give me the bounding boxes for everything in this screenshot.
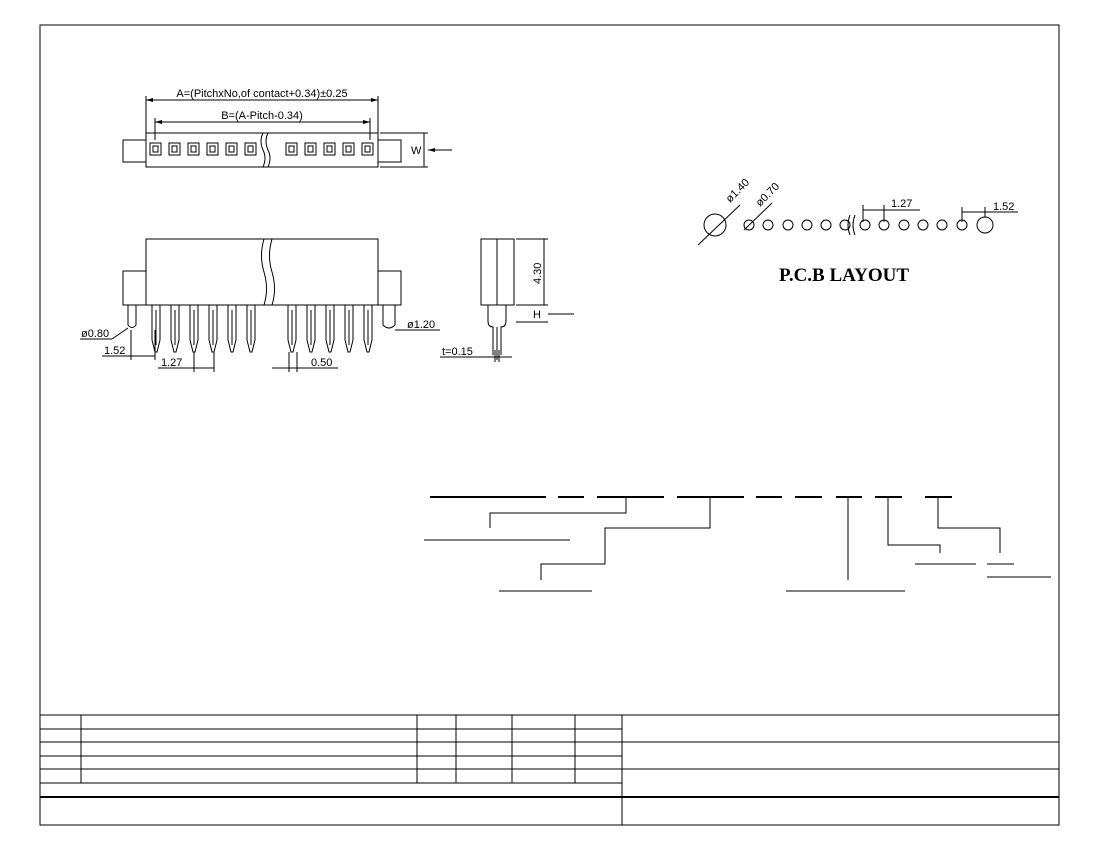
dim-b-formula: B=(A-Pitch-0.34) bbox=[221, 110, 303, 122]
pcb-hole bbox=[859, 219, 871, 231]
pcb-hole bbox=[782, 219, 794, 231]
contact-pin bbox=[151, 305, 161, 353]
contact-cavity bbox=[225, 142, 238, 156]
contact-pin bbox=[287, 305, 297, 353]
drawing-frame bbox=[39, 24, 1060, 826]
dim-w-label: W bbox=[411, 145, 422, 157]
dim-dia-120: ø1.20 bbox=[407, 319, 435, 331]
pins-front bbox=[151, 305, 373, 353]
contact-cavity bbox=[285, 142, 298, 156]
contact-cavity bbox=[323, 142, 336, 156]
front-view: ø0.80 1.52 1.27 0.50 ø1.20 bbox=[80, 238, 440, 372]
pcb-hole bbox=[762, 219, 774, 231]
contact-pin bbox=[227, 305, 237, 353]
part-number-scheme bbox=[424, 496, 1051, 592]
dim-a-formula: A=(PitchxNo,of contact+0.34)±0.25 bbox=[176, 88, 347, 100]
contact-cavity bbox=[187, 142, 200, 156]
top-view: A=(PitchxNo,of contact+0.34)±0.25 B=(A-P… bbox=[122, 88, 452, 168]
contact-pin bbox=[208, 305, 218, 353]
dim-127: 1.27 bbox=[161, 357, 182, 369]
dim-h-label: H bbox=[533, 309, 541, 321]
dim-152: 1.52 bbox=[104, 345, 125, 357]
pcb-layout: ø1.40 ø0.70 1.27 1.52 P.C.B LAYOUT bbox=[697, 177, 1018, 286]
contact-cavity bbox=[168, 142, 181, 156]
side-view: 4.30 H t=0.15 bbox=[440, 238, 574, 362]
pcb-holes bbox=[743, 219, 968, 231]
pcb-hole bbox=[917, 219, 929, 231]
pcb-dia-140: ø1.40 bbox=[724, 177, 752, 205]
dim-dia-080: ø0.80 bbox=[81, 328, 109, 340]
dim-height-430: 4.30 bbox=[532, 263, 544, 284]
pcb-hole bbox=[936, 219, 948, 231]
pcb-hole bbox=[839, 219, 851, 231]
contact-cavity bbox=[342, 142, 355, 156]
pcb-pitch-127: 1.27 bbox=[891, 198, 912, 210]
title-block bbox=[40, 714, 1059, 825]
dim-050: 0.50 bbox=[311, 357, 332, 369]
contact-cavities bbox=[149, 142, 374, 156]
contact-pin bbox=[170, 305, 180, 353]
contact-pin bbox=[344, 305, 354, 353]
contact-cavity bbox=[244, 142, 257, 156]
pcb-hole bbox=[898, 219, 910, 231]
contact-cavity bbox=[304, 142, 317, 156]
pcb-hole bbox=[801, 219, 813, 231]
contact-cavity bbox=[206, 142, 219, 156]
pcb-hole bbox=[820, 219, 832, 231]
pcb-dia-070: ø0.70 bbox=[754, 181, 782, 209]
dim-thickness: t=0.15 bbox=[442, 346, 473, 358]
contact-pin bbox=[325, 305, 335, 353]
pcb-layout-title: P.C.B LAYOUT bbox=[779, 265, 909, 286]
contact-pin bbox=[363, 305, 373, 353]
contact-cavity bbox=[149, 142, 162, 156]
pcb-end-pitch-152: 1.52 bbox=[993, 201, 1014, 213]
pcb-hole bbox=[743, 219, 755, 231]
contact-cavity bbox=[361, 142, 374, 156]
contact-pin bbox=[246, 305, 256, 353]
contact-pin bbox=[306, 305, 316, 353]
